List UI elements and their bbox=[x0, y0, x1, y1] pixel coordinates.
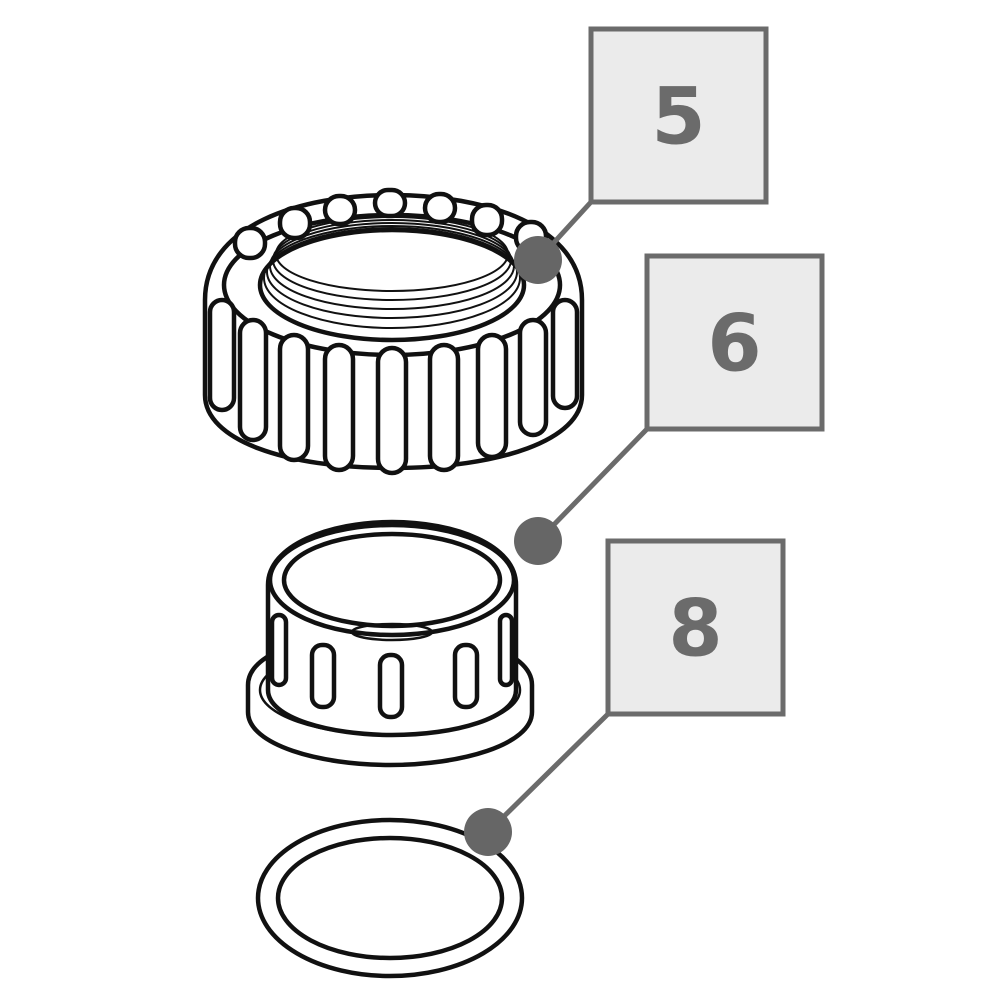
callout-leader-line bbox=[536, 427, 649, 543]
callout-8: 8 bbox=[464, 538, 786, 856]
union-end-ribs bbox=[269, 612, 515, 720]
callout-box bbox=[605, 538, 786, 717]
callout-6: 6 bbox=[514, 253, 825, 565]
callout-anchor-dot bbox=[514, 236, 562, 284]
callout-box bbox=[644, 253, 825, 432]
callout-5: 5 bbox=[514, 26, 769, 284]
union-nut-bore bbox=[257, 227, 527, 343]
callout-box bbox=[588, 26, 769, 205]
callout-number: 6 bbox=[707, 300, 761, 390]
callout-leader-line bbox=[486, 712, 610, 834]
o-ring bbox=[255, 817, 525, 979]
callout-number: 5 bbox=[651, 73, 705, 163]
o-ring-inner bbox=[275, 835, 505, 961]
callout-anchor-dot bbox=[464, 808, 512, 856]
union-nut-ribs bbox=[207, 187, 580, 476]
callout-number: 8 bbox=[668, 585, 722, 675]
callout-anchor-dot bbox=[514, 517, 562, 565]
union-end bbox=[245, 519, 535, 768]
union-nut bbox=[202, 187, 585, 476]
